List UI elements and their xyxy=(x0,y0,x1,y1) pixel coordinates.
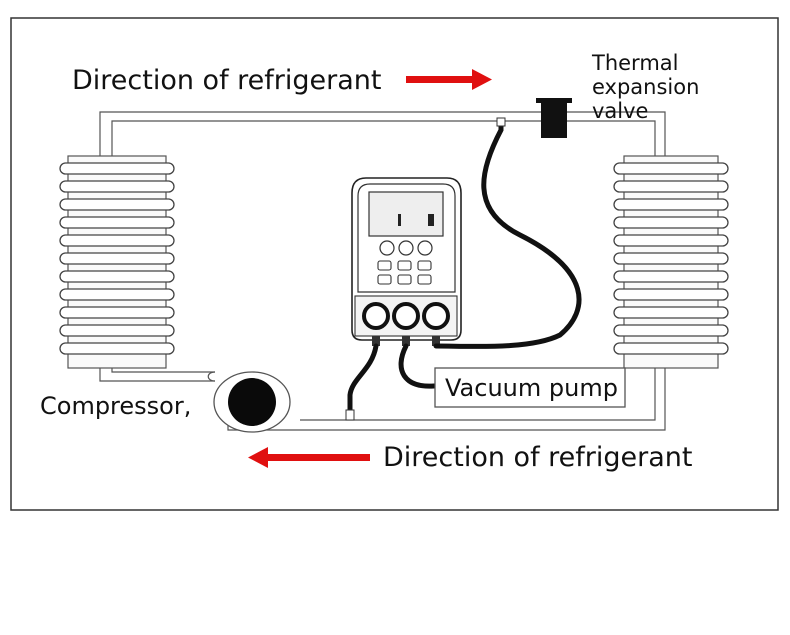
evaporator-coil xyxy=(613,155,729,369)
direction-label-top: Direction of refrigerant xyxy=(72,65,382,96)
vacuum-pump-box xyxy=(434,367,626,408)
compressor-label: Compressor, xyxy=(40,392,191,420)
service-port-high xyxy=(496,117,506,127)
manifold-gauge-icon xyxy=(351,177,462,346)
service-hoses xyxy=(347,119,582,413)
compressor-icon xyxy=(207,371,291,433)
service-port-low xyxy=(345,409,355,421)
direction-arrow-right xyxy=(406,69,492,90)
valve-label-line1: Thermal xyxy=(591,51,678,75)
valve-label-line3: valve xyxy=(592,99,648,123)
condenser-coil xyxy=(59,155,175,369)
frame-border xyxy=(10,17,779,511)
vacuum-pump-label: Vacuum pump xyxy=(445,374,618,402)
direction-label-bottom: Direction of refrigerant xyxy=(383,442,693,473)
refrigerant-pipe xyxy=(99,111,666,431)
valve-label-line2: expansion xyxy=(592,75,699,99)
expansion-valve-icon xyxy=(536,98,572,138)
direction-arrow-left xyxy=(248,447,370,468)
